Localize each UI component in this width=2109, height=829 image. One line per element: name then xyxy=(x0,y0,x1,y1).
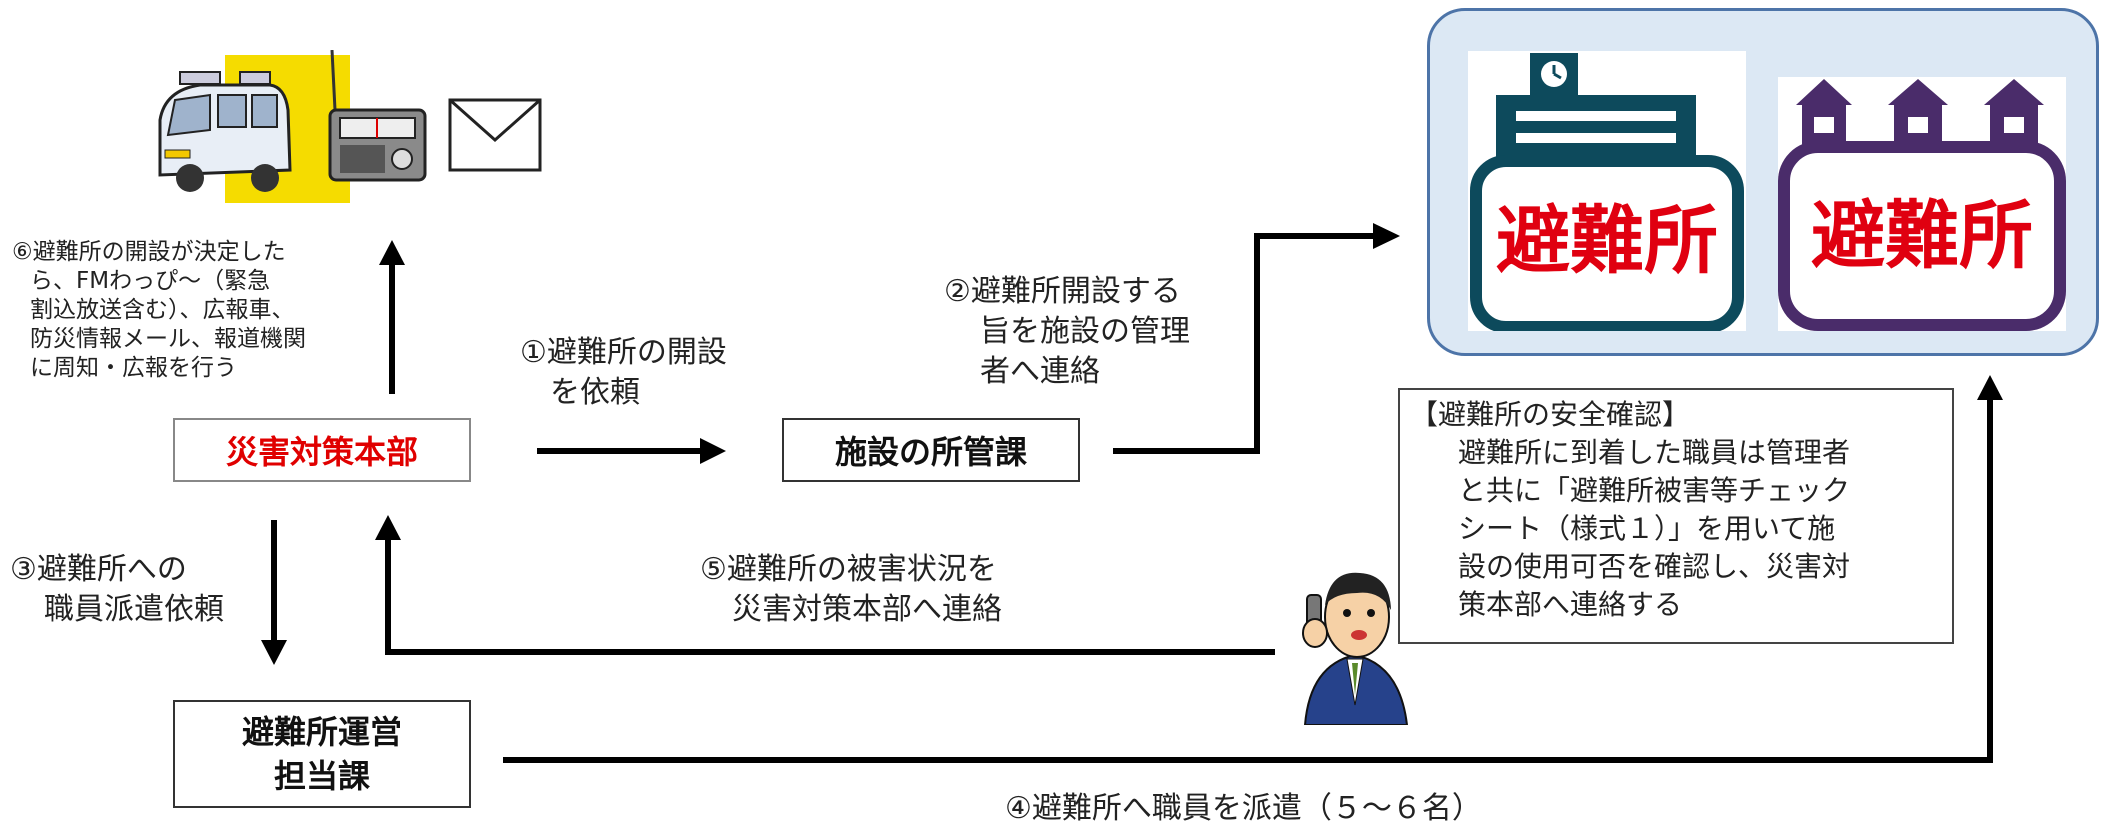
step6-line: 割込放送含む）、広報車、 xyxy=(30,297,295,323)
step5-note: ⑤避難所の被害状況を 災害対策本部へ連絡 xyxy=(700,550,1100,630)
step5-line: 災害対策本部へ連絡 xyxy=(732,592,1002,627)
safety-check-box: 【避難所の安全確認】 避難所に到着した職員は管理者 と共に「避難所被害等チェック… xyxy=(1398,388,1954,644)
disaster-hq-label: 災害対策本部 xyxy=(225,433,418,471)
houses-icon xyxy=(1796,79,2044,145)
step4-line: ④避難所へ職員を派遣（５～６名） xyxy=(1005,791,1482,826)
step2-line: 旨を施設の管理 xyxy=(980,314,1190,349)
step1-note: ①避難所の開設 を依頼 xyxy=(520,333,780,413)
sign-frame xyxy=(1470,155,1744,333)
safety-check-line: と共に「避難所被害等チェック xyxy=(1458,474,1851,507)
step4-note: ④避難所へ職員を派遣（５～６名） xyxy=(1005,789,1565,829)
shelter-ops-label-line1: 避難所運営 xyxy=(241,713,402,751)
radio-icon xyxy=(328,49,427,182)
media-illustration xyxy=(140,49,560,210)
arrow-notify-manager xyxy=(1113,223,1400,454)
step5-line: ⑤避難所の被害状況を xyxy=(700,552,997,587)
shelter-panel: 避難所 避難所 xyxy=(1427,8,2099,356)
arrow-dispatch-request xyxy=(261,520,287,665)
safety-check-line: 策本部へ連絡する xyxy=(1458,588,1683,621)
person-phone-icon xyxy=(1302,572,1409,726)
step3-line: 職員派遣依頼 xyxy=(44,592,224,627)
facility-dept-label: 施設の所管課 xyxy=(834,433,1027,471)
safety-check-line: 避難所に到着した職員は管理者 xyxy=(1458,436,1851,469)
step3-note: ③避難所への 職員派遣依頼 xyxy=(10,550,270,630)
safety-check-title: 【避難所の安全確認】 xyxy=(1410,398,1691,431)
step2-note: ②避難所開設する 旨を施設の管理 者へ連絡 xyxy=(944,272,1234,392)
arrow-dispatch-staff xyxy=(503,375,2003,763)
shelter-sign-building: 避難所 xyxy=(1468,51,1746,333)
shelter-sign-text: 避難所 xyxy=(1496,198,1718,284)
disaster-hq-box: 災害対策本部 xyxy=(173,418,471,482)
step3-line: ③避難所への xyxy=(10,552,187,587)
step6-line: ⑥避難所の開設が決定した xyxy=(12,239,286,265)
step6-line: に周知・広報を行う xyxy=(30,355,237,381)
shelter-ops-box: 避難所運営 担当課 xyxy=(173,700,471,808)
step2-line: 者へ連絡 xyxy=(980,354,1100,389)
step6-line: ら、FMわっぴ～（緊急 xyxy=(30,268,271,294)
step1-line: を依頼 xyxy=(550,375,640,410)
mail-icon xyxy=(448,98,542,172)
arrow-publicize xyxy=(379,240,405,394)
shelter-ops-label-line2: 担当課 xyxy=(273,757,370,795)
facility-dept-box: 施設の所管課 xyxy=(782,418,1080,482)
arrow-damage-report xyxy=(375,515,1275,655)
shelter-sign-text: 避難所 xyxy=(1811,193,2033,279)
step6-line: 防災情報メール、報道機関 xyxy=(30,326,306,352)
staff-phone-illustration xyxy=(1285,555,1425,726)
step6-note: ⑥避難所の開設が決定した ら、FMわっぴ～（緊急 割込放送含む）、広報車、 防災… xyxy=(12,238,372,383)
shelter-sign-houses: 避難所 xyxy=(1778,77,2066,331)
step2-line: ②避難所開設する xyxy=(944,274,1181,309)
step1-line: ①避難所の開設 xyxy=(520,335,727,370)
sign-frame xyxy=(1778,141,2066,331)
arrow-request-open xyxy=(537,438,726,464)
safety-check-line: 設の使用可否を確認し、災害対 xyxy=(1458,550,1851,583)
pr-car-icon xyxy=(158,71,292,192)
safety-check-line: シート（様式１）」を用いて施 xyxy=(1458,512,1836,545)
